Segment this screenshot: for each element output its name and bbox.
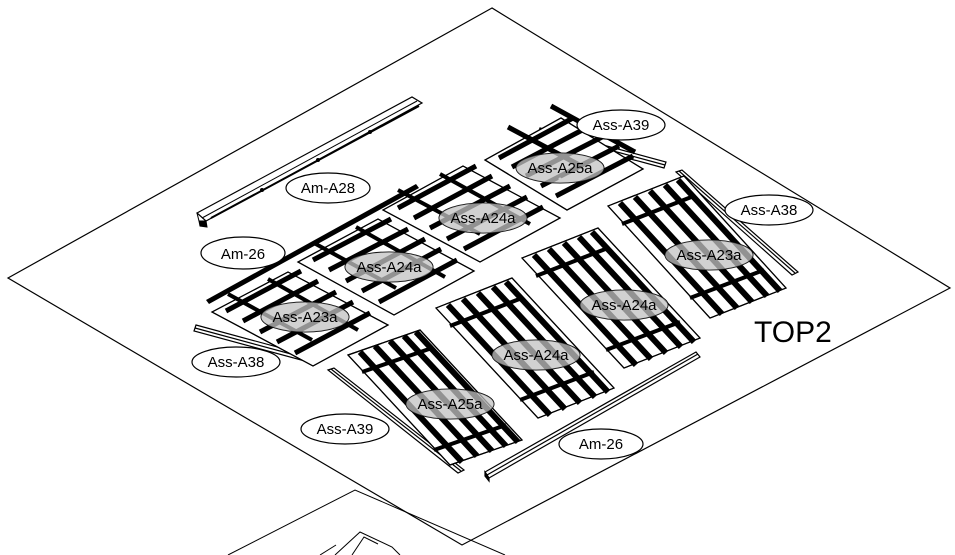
label-ass-a24a-4: Ass-A24a xyxy=(503,347,569,364)
callout-ass-a24a-2: Ass-A24a xyxy=(344,251,434,283)
callout-ass-a23a-left: Ass-A23a xyxy=(260,301,350,333)
callout-ass-a23a-right: Ass-A23a xyxy=(664,239,754,271)
label-ass-a38-left: Ass-A38 xyxy=(208,354,265,371)
lower-platform-outline xyxy=(227,489,506,555)
callout-ass-a38-left: Ass-A38 xyxy=(191,346,281,378)
label-am-26-bottom: Am-26 xyxy=(579,436,623,453)
am-26-rail-left xyxy=(206,184,419,304)
label-ass-a24a-3: Ass-A24a xyxy=(591,297,657,314)
callout-ass-a25a-top: Ass-A25a xyxy=(515,152,605,184)
label-am-26-left: Am-26 xyxy=(221,246,265,263)
label-ass-a25a-bottom: Ass-A25a xyxy=(417,396,483,413)
label-ass-a39-bottom: Ass-A39 xyxy=(317,421,374,438)
label-ass-a24a-1: Ass-A24a xyxy=(450,210,516,227)
diagram-title: TOP2 xyxy=(754,316,832,349)
callout-ass-a39-top: Ass-A39 xyxy=(576,109,666,141)
label-ass-a25a-top: Ass-A25a xyxy=(527,160,593,177)
callout-am-26-left: Am-26 xyxy=(200,236,286,270)
label-ass-a23a-left: Ass-A23a xyxy=(272,309,338,326)
callout-ass-a38-right: Ass-A38 xyxy=(724,194,814,226)
callout-am-a28: Am-A28 xyxy=(285,172,371,204)
callout-ass-a25a-bottom: Ass-A25a xyxy=(405,388,495,420)
callout-ass-a24a-1: Ass-A24a xyxy=(438,202,528,234)
callout-ass-a24a-4: Ass-A24a xyxy=(491,339,581,371)
platform-outline xyxy=(6,7,952,546)
callout-ass-a39-bottom: Ass-A39 xyxy=(300,413,390,445)
label-ass-a23a-right: Ass-A23a xyxy=(676,247,742,264)
ass-a38-rail-right xyxy=(674,169,800,276)
am-26-rail-bottom xyxy=(484,351,701,483)
callout-am-26-bottom: Am-26 xyxy=(558,428,644,460)
label-ass-a39-top: Ass-A39 xyxy=(593,117,650,134)
callout-ass-a24a-3: Ass-A24a xyxy=(579,289,669,321)
label-ass-a38-right: Ass-A38 xyxy=(741,202,798,219)
label-am-a28: Am-A28 xyxy=(301,180,355,197)
am-a28-rail xyxy=(195,96,424,228)
label-ass-a24a-2: Ass-A24a xyxy=(356,259,422,276)
